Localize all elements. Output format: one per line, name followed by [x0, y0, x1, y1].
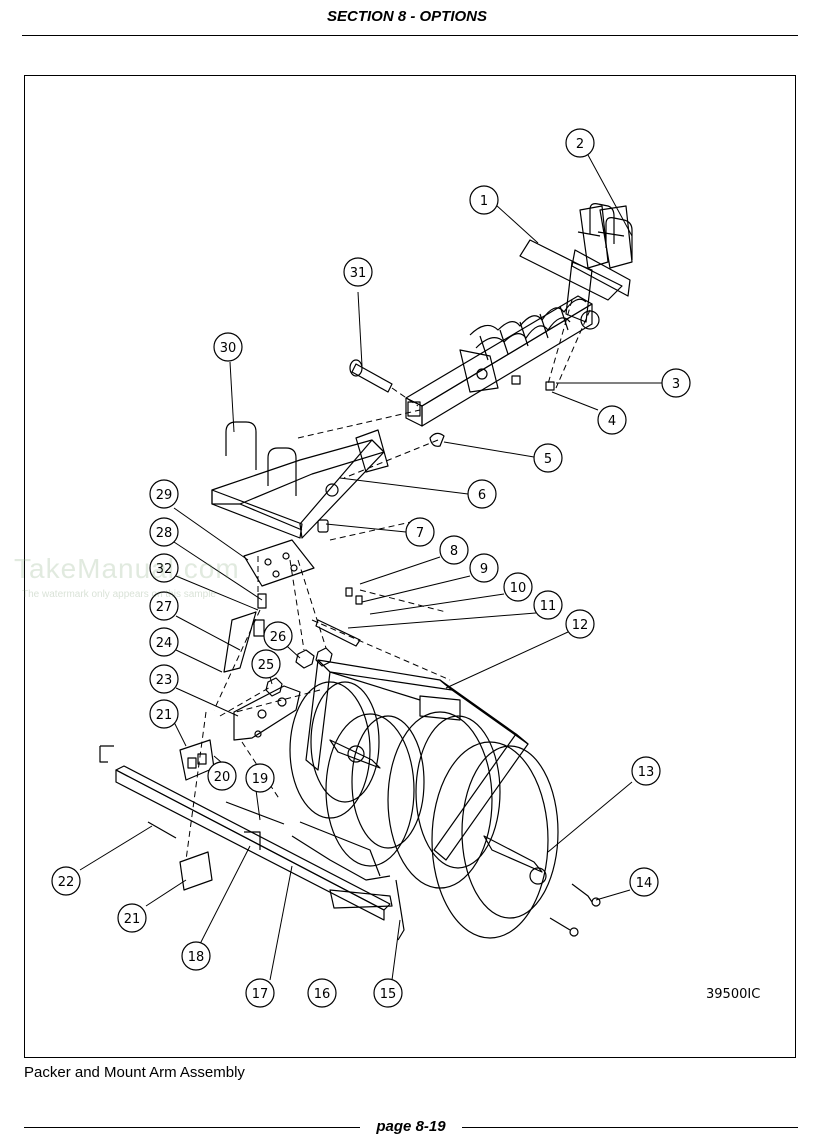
svg-text:23: 23	[156, 673, 173, 688]
figure-frame	[24, 75, 796, 1058]
svg-text:7: 7	[416, 526, 424, 541]
callout-15: 15	[373, 978, 403, 1008]
drawing-number: 39500IC	[706, 987, 760, 1002]
callout-9: 9	[469, 553, 499, 583]
footer-rule-left	[24, 1127, 360, 1128]
callout-28: 28	[149, 517, 179, 547]
svg-text:9: 9	[480, 562, 488, 577]
callout-21-lower: 21	[117, 903, 147, 933]
figure-caption: Packer and Mount Arm Assembly	[24, 1064, 245, 1081]
callout-21-upper: 21	[149, 699, 179, 729]
svg-text:10: 10	[510, 581, 527, 596]
callout-14: 14	[629, 867, 659, 897]
clamp-21	[179, 739, 215, 891]
callout-19: 19	[245, 763, 275, 793]
u-bolts-upper	[225, 203, 633, 496]
bracket-23	[233, 685, 301, 741]
svg-text:29: 29	[156, 488, 173, 503]
callout-6: 6	[467, 479, 497, 509]
callout-31: 31	[343, 257, 373, 287]
svg-text:20: 20	[214, 770, 231, 785]
svg-text:11: 11	[540, 599, 557, 614]
callout-1: 1	[469, 185, 499, 215]
mount-arm-tube	[405, 295, 593, 427]
svg-text:18: 18	[188, 950, 205, 965]
svg-text:17: 17	[252, 987, 269, 1002]
svg-text:13: 13	[638, 765, 655, 780]
svg-text:8: 8	[450, 544, 458, 559]
mount-plate	[243, 539, 315, 587]
svg-text:6: 6	[478, 488, 486, 503]
pivot-pin	[349, 359, 393, 393]
svg-text:27: 27	[156, 600, 173, 615]
svg-text:31: 31	[350, 266, 367, 281]
svg-text:22: 22	[58, 875, 75, 890]
svg-text:26: 26	[270, 630, 287, 645]
footer-rule-right	[462, 1127, 798, 1128]
svg-text:15: 15	[380, 987, 397, 1002]
callout-11: 11	[533, 590, 563, 620]
callout-30: 30	[213, 332, 243, 362]
svg-text:4: 4	[608, 414, 616, 429]
callout-27: 27	[149, 591, 179, 621]
packer-arm	[211, 429, 389, 539]
callout-24: 24	[149, 627, 179, 657]
callout-3: 3	[661, 368, 691, 398]
spring-shaft	[223, 611, 257, 673]
callout-5: 5	[533, 443, 563, 473]
callout-20: 20	[207, 761, 237, 791]
svg-text:1: 1	[480, 194, 488, 209]
callout-4: 4	[597, 405, 627, 435]
callout-13: 13	[631, 756, 661, 786]
svg-text:32: 32	[156, 562, 173, 577]
spring-mount-bracket	[519, 205, 633, 330]
callout-17: 17	[245, 978, 275, 1008]
svg-text:28: 28	[156, 526, 173, 541]
callout-23: 23	[149, 664, 179, 694]
svg-text:12: 12	[572, 618, 589, 633]
callout-18: 18	[181, 941, 211, 971]
section-title: SECTION 8 - OPTIONS	[326, 8, 488, 25]
callout-12: 12	[565, 609, 595, 639]
scraper-rods	[291, 821, 405, 941]
callout-10: 10	[503, 572, 533, 602]
callout-29: 29	[149, 479, 179, 509]
svg-text:25: 25	[258, 658, 275, 673]
watermark-text: TakeManual.com	[14, 553, 240, 584]
callout-2: 2	[565, 128, 595, 158]
svg-text:14: 14	[636, 876, 653, 891]
callout-25: 25	[251, 649, 281, 679]
callout-8: 8	[439, 535, 469, 565]
callout-7: 7	[405, 517, 435, 547]
svg-text:24: 24	[156, 636, 173, 651]
callout-26: 26	[263, 621, 293, 651]
watermark-subtext: The watermark only appears on this sampl…	[22, 589, 216, 600]
callout-22: 22	[51, 866, 81, 896]
axle-bolts	[549, 883, 601, 937]
svg-text:3: 3	[672, 377, 680, 392]
svg-text:19: 19	[252, 772, 269, 787]
callout-16: 16	[307, 978, 337, 1008]
svg-text:21: 21	[156, 708, 173, 723]
header-rule	[22, 35, 798, 36]
svg-text:5: 5	[544, 452, 552, 467]
callout-32: 32	[149, 553, 179, 583]
svg-text:30: 30	[220, 341, 237, 356]
svg-text:21: 21	[124, 912, 141, 927]
leader-lines	[79, 154, 662, 981]
page-number: page 8-19	[376, 1118, 446, 1135]
svg-text:16: 16	[314, 987, 331, 1002]
scraper-bar	[99, 745, 393, 921]
compression-spring	[469, 298, 587, 361]
hardware-small	[253, 375, 555, 697]
svg-text:2: 2	[576, 137, 584, 152]
packer-wheels	[289, 681, 559, 939]
